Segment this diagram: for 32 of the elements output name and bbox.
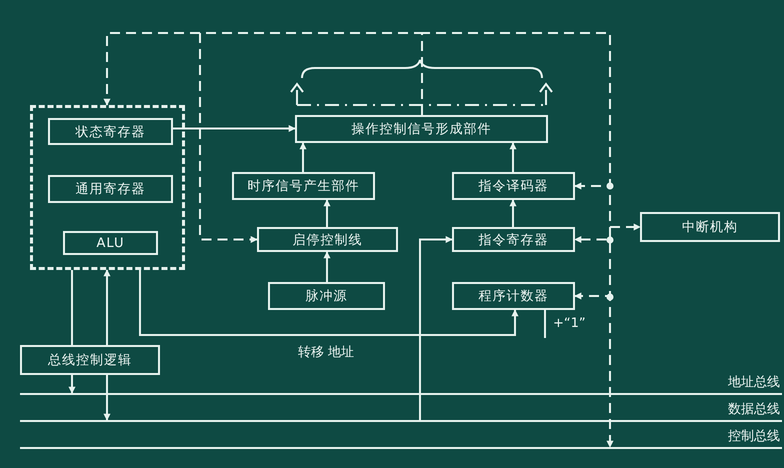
component-box: ALU <box>63 231 158 255</box>
component-box: 操作控制信号形成部件 <box>295 115 548 143</box>
arrow <box>104 269 110 345</box>
arrow <box>324 251 330 282</box>
component-box: 启停控制线 <box>257 227 398 252</box>
arrow <box>419 236 453 420</box>
bus-label: 地址总线 <box>728 374 780 391</box>
component-box: 通用寄存器 <box>48 175 173 203</box>
arrow <box>300 142 306 172</box>
bus-label: 数据总线 <box>728 401 780 418</box>
arrow <box>68 375 76 394</box>
component-box: 程序计数器 <box>452 282 575 310</box>
connector-line <box>71 270 73 345</box>
dashed-arrow <box>199 32 423 243</box>
component-box: 总线控制逻辑 <box>20 345 160 375</box>
dashed-group-box <box>30 105 185 270</box>
edge-label: 转移 地址 <box>298 344 354 361</box>
component-box: 时序信号产生部件 <box>232 172 375 200</box>
arrow <box>104 375 110 421</box>
arrow <box>139 270 518 336</box>
arrow <box>510 142 516 172</box>
component-box: 指令译码器 <box>452 172 575 200</box>
component-box: 指令寄存器 <box>452 227 575 252</box>
component-box: 中断机构 <box>640 212 780 242</box>
edge-label: +“1” <box>553 316 586 331</box>
component-box: 状态寄存器 <box>48 118 173 145</box>
dashed-arrow <box>421 32 614 448</box>
connector-line <box>544 310 546 338</box>
bus-label: 控制总线 <box>728 428 780 445</box>
arrow <box>510 199 516 227</box>
component-box: 脉冲源 <box>268 282 385 310</box>
arrow <box>324 199 330 227</box>
